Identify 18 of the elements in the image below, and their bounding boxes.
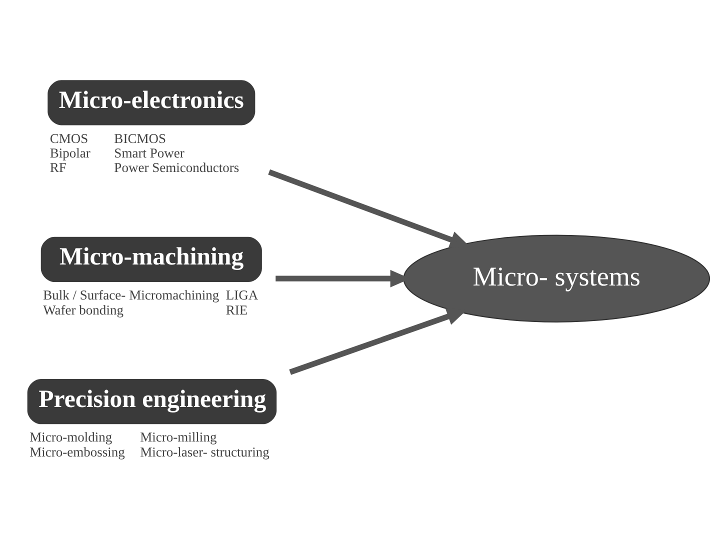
node-label: Bulk / Surface- Micromachining (43, 288, 220, 303)
node-label: Micro-milling (140, 430, 217, 445)
node-label: CMOS (50, 130, 88, 146)
node-box: Micro-machining (40, 236, 262, 282)
node-label: LIGA (226, 288, 258, 303)
node-label: Micro-molding (30, 430, 112, 445)
node-label: RF (50, 160, 66, 176)
node-label: Micro-embossing (30, 444, 125, 460)
node-label: RIE (226, 302, 248, 318)
node-label: Micro-laser- structuring (140, 444, 270, 460)
node-label: Bipolar (50, 145, 90, 160)
node-label: Smart Power (114, 145, 184, 160)
node-box: Micro-electronics (48, 80, 256, 126)
node-label: Wafer bonding (43, 302, 124, 318)
node-ellipse: Micro- systems (403, 234, 710, 322)
node-label: BICMOS (114, 130, 166, 146)
node-label: Power Semiconductors (114, 160, 240, 176)
node-box: Precision engineering (27, 379, 277, 424)
